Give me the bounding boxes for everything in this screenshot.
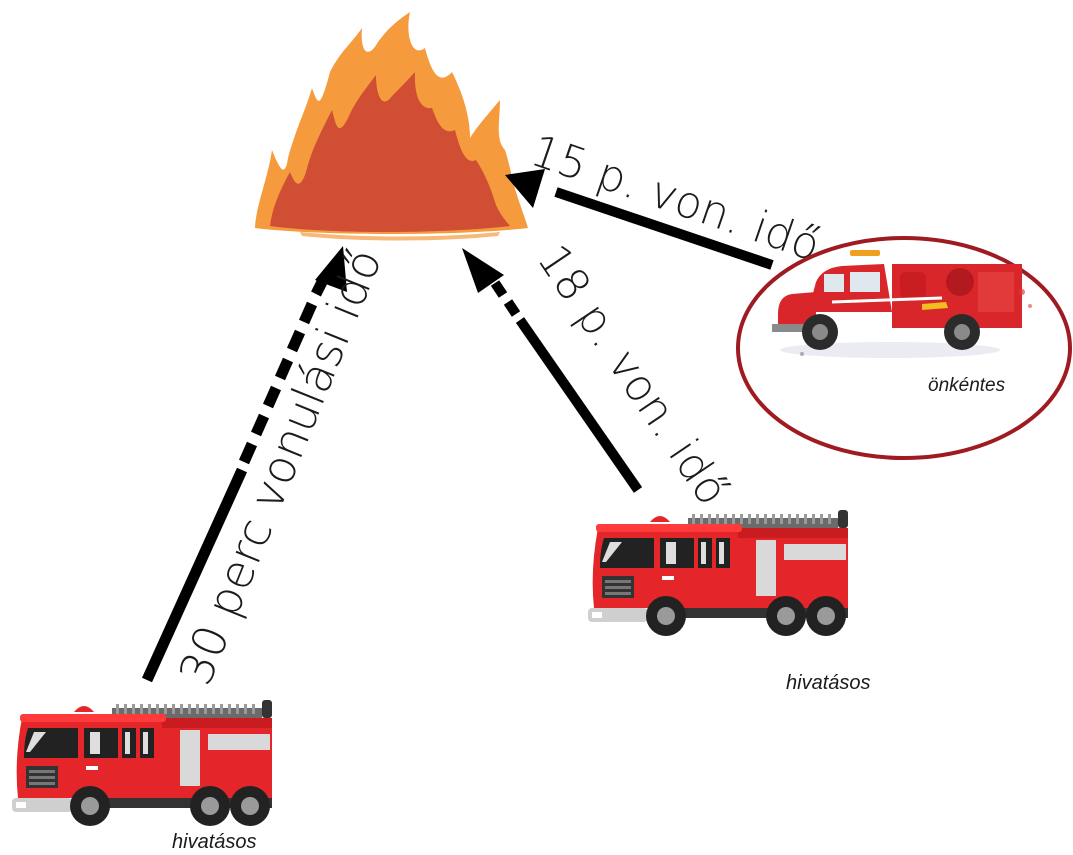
pro-near-truck-icon	[588, 510, 848, 636]
volunteer-truck-group: önkéntes	[738, 238, 1070, 458]
caption-volunteer: önkéntes	[928, 375, 1006, 396]
fire-icon	[255, 12, 528, 241]
pro-far-truck-icon	[12, 700, 272, 826]
caption-pro-far: hivatásos	[172, 831, 257, 853]
caption-pro-near: hivatásos	[786, 672, 871, 694]
label-pro-far-route: 30 perc vonulási idő	[168, 241, 392, 692]
